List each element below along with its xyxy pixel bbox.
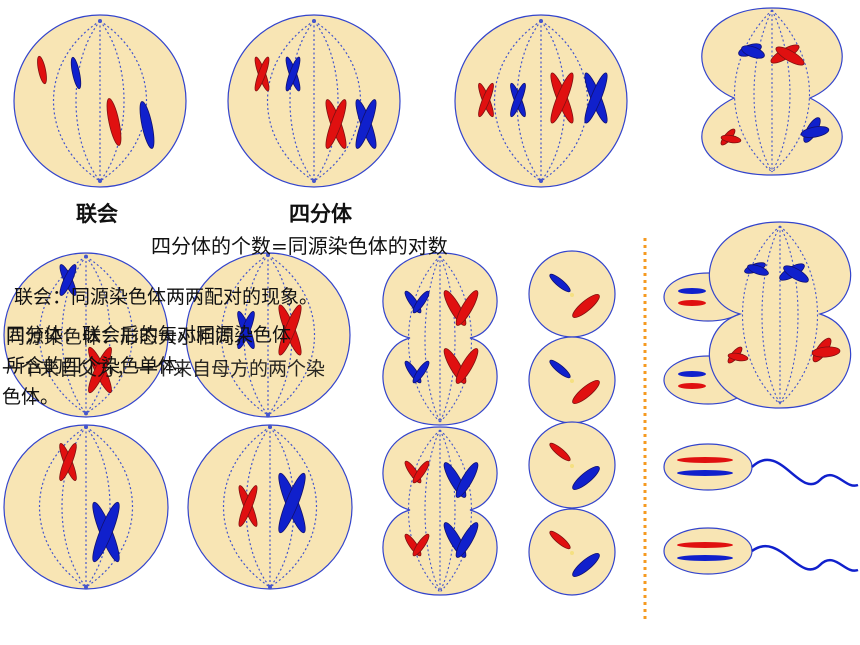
- cell-small-4: [528, 508, 616, 596]
- sperm-4: [663, 527, 859, 575]
- cell-small-3: [528, 421, 616, 509]
- cell-synapsis-early: [13, 14, 187, 188]
- tetrad-definition-line2: 所含的四个染色单体。: [6, 355, 197, 377]
- cell-dividing-lower: [382, 426, 498, 596]
- cell-tetrad: [227, 14, 401, 188]
- cell-anaphase-one-overlay: [708, 221, 852, 409]
- synapsis-definition: 联会：同源染色体两两配对的现象。: [14, 286, 319, 308]
- homologous-definition-line3: 色体。: [2, 386, 60, 408]
- label-tetrad: 四分体: [289, 202, 352, 226]
- cell-row2-b: [185, 252, 351, 418]
- tetrad-count-rule: 四分体的个数=同源染色体的对数: [151, 234, 448, 258]
- cell-metaphase-one: [454, 14, 628, 188]
- cell-dividing-upper: [382, 252, 498, 426]
- tetrad-definition-line1: 四分体：联会后的每对同源染色体: [6, 324, 292, 346]
- cell-row3-a: [3, 424, 169, 590]
- label-synapsis: 联会: [76, 202, 118, 226]
- cell-small-2: [528, 336, 616, 424]
- cell-small-1: [528, 250, 616, 338]
- cell-anaphase-one-top: [701, 7, 843, 176]
- cell-row2-a: [3, 252, 169, 418]
- homologous-definition-line1: 同源染色体：形态大小相同，: [6, 326, 254, 348]
- cell-row3-b: [187, 424, 353, 590]
- sperm-3: [663, 443, 859, 491]
- homologous-definition-line2: 一个来自父方，一个来自母方的两个染: [2, 358, 326, 380]
